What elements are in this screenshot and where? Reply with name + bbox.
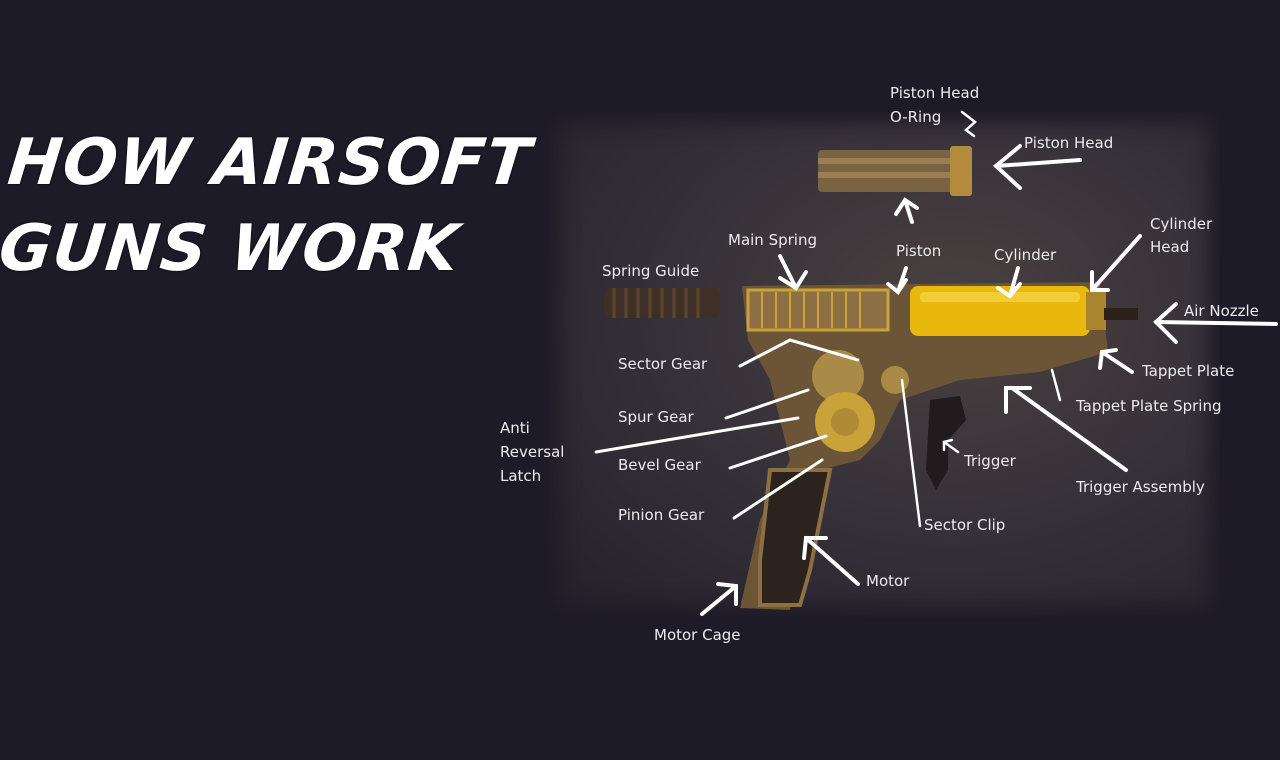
label-trigger: Trigger — [964, 452, 1016, 470]
label-piston: Piston — [896, 242, 942, 260]
label-pinion-gear: Pinion Gear — [618, 506, 705, 524]
label-cylinder-head-line1: Cylinder — [1150, 215, 1213, 233]
label-trigger-assembly: Trigger Assembly — [1076, 478, 1205, 496]
piston-part — [818, 146, 972, 196]
label-main-spring: Main Spring — [728, 231, 817, 249]
label-piston-head-o-ring-line1: Piston Head — [890, 84, 980, 102]
label-bevel-gear: Bevel Gear — [618, 456, 701, 474]
label-piston-head: Piston Head — [1024, 134, 1114, 152]
label-tappet-plate: Tappet Plate — [1142, 362, 1235, 380]
label-spring-guide: Spring Guide — [602, 262, 700, 280]
label-motor-cage: Motor Cage — [654, 626, 741, 644]
label-anti-reversal-latch-line1: Anti — [500, 419, 530, 437]
label-cylinder: Cylinder — [994, 246, 1057, 264]
label-cylinder-head-line2: Head — [1150, 238, 1190, 256]
leader-lines — [594, 110, 1278, 616]
spring-guide-part — [604, 288, 720, 318]
label-motor: Motor — [866, 572, 910, 590]
label-air-nozzle: Air Nozzle — [1184, 302, 1259, 320]
label-anti-reversal-latch-line2: Reversal — [500, 443, 565, 461]
label-tappet-plate-spring: Tappet Plate Spring — [1076, 397, 1222, 415]
label-piston-head-o-ring-line2: O-Ring — [890, 108, 942, 126]
label-sector-clip: Sector Clip — [924, 516, 1006, 534]
label-spur-gear: Spur Gear — [618, 408, 694, 426]
label-sector-gear: Sector Gear — [618, 355, 708, 373]
label-anti-reversal-latch-line3: Latch — [500, 467, 542, 485]
